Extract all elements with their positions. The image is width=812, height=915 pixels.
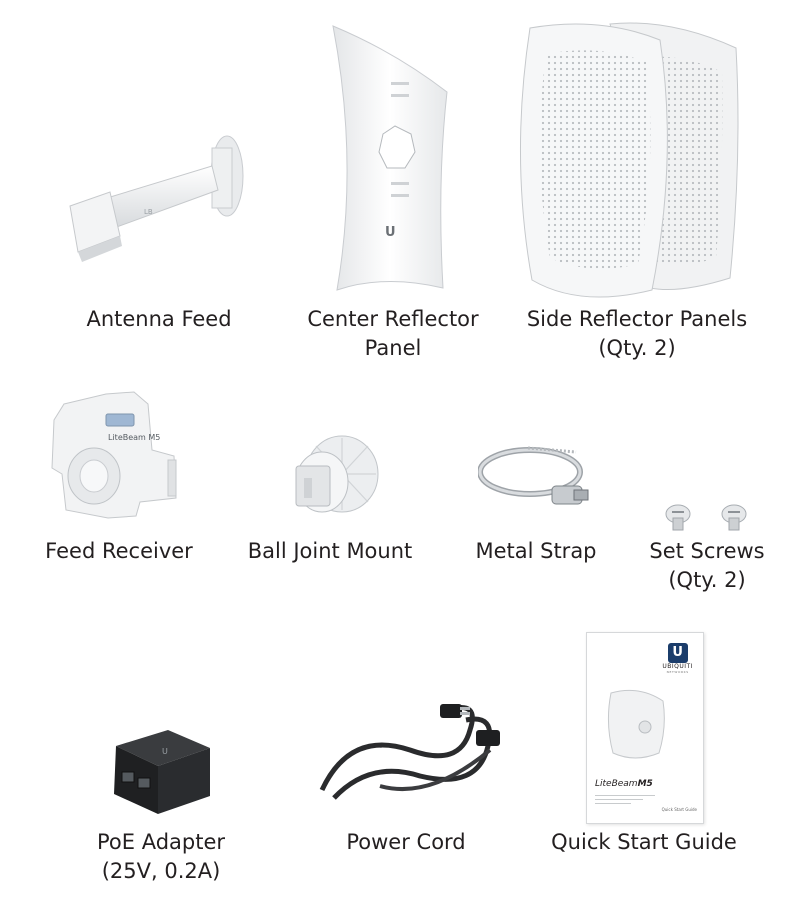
guide-brand: UBIQUITI: [662, 663, 693, 670]
quick-start-guide-image: U UBIQUITI NETWORKS LiteBeamM5 Quick Sta…: [586, 632, 704, 824]
guide-product-photo: [607, 689, 665, 759]
metal-strap-image: [478, 436, 596, 516]
power-cord-label: Power Cord: [346, 830, 466, 854]
ubiquiti-u-icon: U: [667, 643, 688, 663]
set-screws-label-line2: (Qty. 2): [668, 568, 746, 592]
guide-fine-print: [595, 793, 655, 805]
metal-strap-label: Metal Strap: [475, 539, 597, 563]
ball-joint-mount-image: [282, 430, 382, 520]
power-cord-image: [310, 690, 510, 810]
side-reflector-caption: Side Reflector Panels (Qty. 2): [527, 305, 747, 363]
feed-receiver-image: LiteBeam M5: [48, 390, 188, 520]
side-reflector-label-line1: Side Reflector Panels: [526, 307, 748, 331]
quick-start-caption: Quick Start Guide: [551, 828, 737, 857]
guide-product-name: LiteBeamM5: [595, 779, 653, 789]
guide-cover-title: Quick Start Guide: [661, 807, 697, 812]
guide-brand-sub: NETWORKS: [666, 670, 689, 674]
center-reflector-label-line1: Center Reflector: [307, 307, 479, 331]
guide-product-model: M5: [637, 779, 653, 789]
screw-2: [721, 504, 747, 531]
ball-joint-label: Ball Joint Mount: [247, 539, 413, 563]
poe-adapter-caption: PoE Adapter (25V, 0.2A): [97, 828, 225, 886]
center-reflector-caption: Center Reflector Panel: [307, 305, 478, 363]
antenna-feed-image: LB: [62, 128, 252, 268]
screw-1: [665, 504, 691, 531]
feed-receiver-label: Feed Receiver: [45, 539, 193, 563]
feed-receiver-caption: Feed Receiver: [45, 537, 193, 566]
center-reflector-label-line2: Panel: [364, 336, 422, 360]
ubiquiti-logo: U UBIQUITI NETWORKS: [662, 643, 693, 674]
set-screws-label-line1: Set Screws: [649, 539, 765, 563]
set-screws-caption: Set Screws (Qty. 2): [649, 537, 764, 595]
power-cord-caption: Power Cord: [346, 828, 465, 857]
guide-product: LiteBeam: [595, 779, 638, 789]
center-reflector-panel-image: U: [325, 22, 465, 302]
ball-joint-caption: Ball Joint Mount: [248, 537, 413, 566]
antenna-feed-caption: Antenna Feed: [86, 305, 231, 334]
svg-text:U: U: [385, 225, 396, 240]
svg-text:U: U: [162, 747, 168, 756]
antenna-feed-label: Antenna Feed: [86, 307, 232, 331]
poe-adapter-label-line1: PoE Adapter: [96, 830, 226, 854]
side-reflector-panels-image: [510, 18, 760, 298]
metal-strap-caption: Metal Strap: [475, 537, 596, 566]
feed-receiver-marking: LiteBeam M5: [108, 433, 160, 442]
set-screws-image: [662, 502, 754, 534]
side-reflector-label-line2: (Qty. 2): [598, 336, 676, 360]
quick-start-label: Quick Start Guide: [551, 830, 737, 854]
poe-adapter-image: U: [106, 728, 216, 818]
poe-adapter-label-line2: (25V, 0.2A): [101, 859, 221, 883]
svg-text:LB: LB: [144, 208, 153, 216]
